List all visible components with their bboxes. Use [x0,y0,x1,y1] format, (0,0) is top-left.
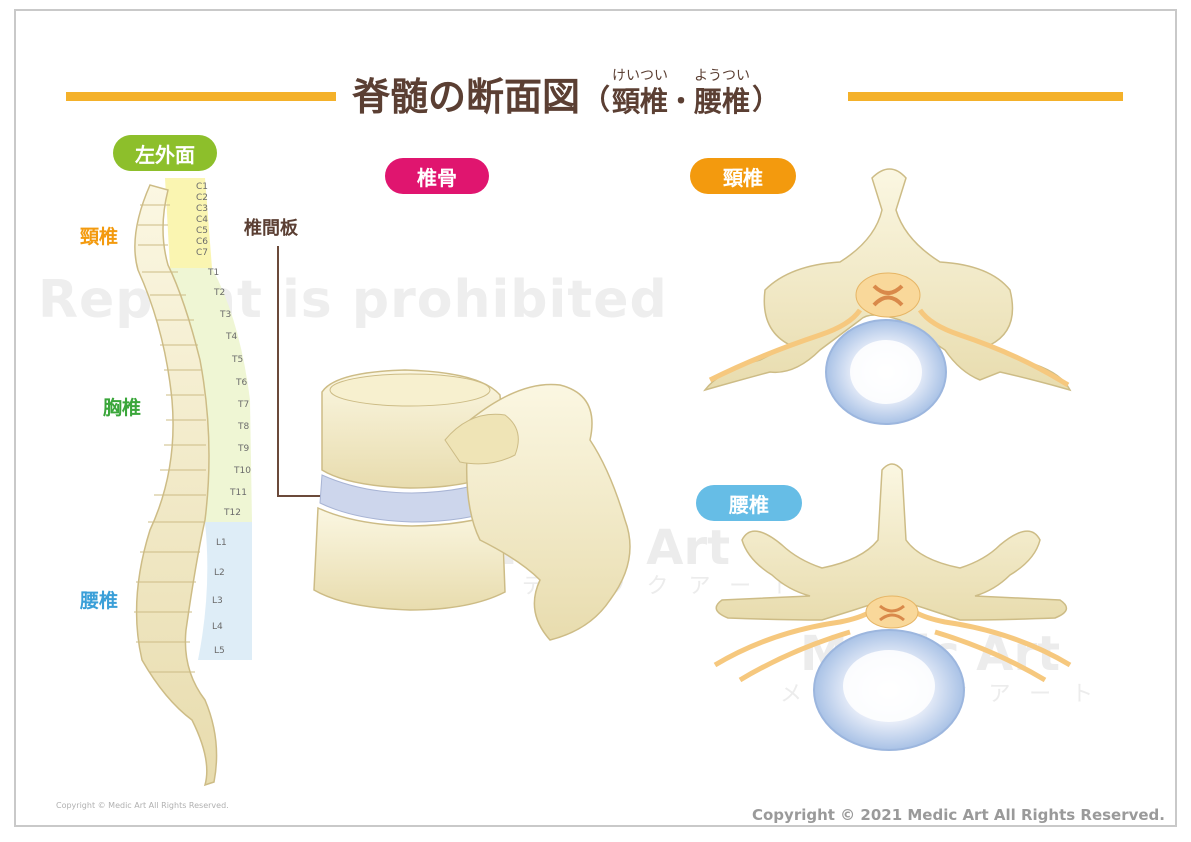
cervical-nucleus [850,340,922,404]
vertebra-label: T11 [230,488,247,498]
pill-cervical: 頸椎 [690,158,796,194]
vertebra-label: C4 [196,215,209,225]
disc-leader-line [277,246,322,497]
vertebra-label: T2 [214,288,226,298]
title-paren-close: ） [752,83,781,116]
title-lumbar-text: 腰椎 [694,85,751,118]
vertebra-label: T5 [232,355,244,365]
cervical-gray-matter [872,284,904,307]
vertebra-label: L2 [214,568,225,578]
vertebra-label: T7 [238,400,250,410]
title-lumbar: ようつい 腰椎 [694,68,750,120]
vertebra-label: T6 [236,378,248,388]
title-main: 脊髄の断面図 [352,75,581,119]
vertebra-label: C6 [196,237,209,247]
vertebra-label: L5 [214,646,225,656]
cervical-cross-section [703,168,1072,425]
upper-body-top [329,373,491,407]
lower-vertebral-body [313,506,506,611]
lumbar-zone [198,522,252,660]
title-cervical-text: 頸椎 [612,85,669,118]
vertebra-3d [313,369,631,641]
vertebra-label: L4 [212,622,223,632]
cervical-zone [165,178,212,268]
vertebra-label: T9 [238,444,250,454]
label-thoracic: 胸椎 [103,397,142,419]
page-title: 脊髄の断面図 （ けいつい 頸椎 ・ ようつい 腰椎 ） [352,68,782,120]
vertebra-label: T12 [224,508,241,518]
copyright: Copyright © 2021 Medic Art All Rights Re… [751,806,1165,824]
title-lumbar-ruby: ようつい [694,68,751,84]
vertebra-label: C3 [196,204,209,214]
vertebra-label: T8 [238,422,250,432]
vertebra-label: T1 [208,268,220,278]
pill-vertebra: 椎骨 [385,158,489,194]
spinal-column [134,184,218,787]
lumbar-gray-matter [879,604,905,622]
spine-side-view [134,178,252,787]
vertebra-label: C2 [196,193,209,203]
title-cervical: けいつい 頸椎 [612,68,668,120]
vertebra-label: L3 [212,596,223,606]
vertebra-label: L1 [216,538,227,548]
vertebra-label: C1 [196,182,209,192]
title-paren-open: （ [582,83,611,116]
cervical-spinal-nerves [708,308,1070,388]
vertebra-label: T10 [234,466,251,476]
title-cervical-ruby: けいつい [612,68,669,84]
title-bar-left [66,92,336,101]
medic-art-kana-watermark: メディックアート [480,574,814,599]
title-separator: ・ [668,87,695,117]
lumbar-spinal-nerves [713,609,1072,683]
title-bar-right [848,92,1123,101]
vertebra-label: T3 [220,310,232,320]
vertebra-label: C5 [196,226,209,236]
label-intervertebral-disc: 椎間板 [244,218,298,239]
label-lumbar: 腰椎 [80,590,119,612]
vertebra-segments [134,204,206,673]
pill-left-side: 左外面 [113,135,217,171]
pill-lumbar: 腰椎 [696,485,802,521]
vertebra-label: T4 [226,332,238,342]
label-cervical: 頸椎 [80,226,119,248]
lumbar-cross-section [713,463,1072,751]
vertebra-label: C7 [196,248,209,258]
articular-process [444,413,519,465]
copyright-small: Copyright © Medic Art All Rights Reserve… [56,801,229,810]
lumbar-nucleus [843,650,935,722]
